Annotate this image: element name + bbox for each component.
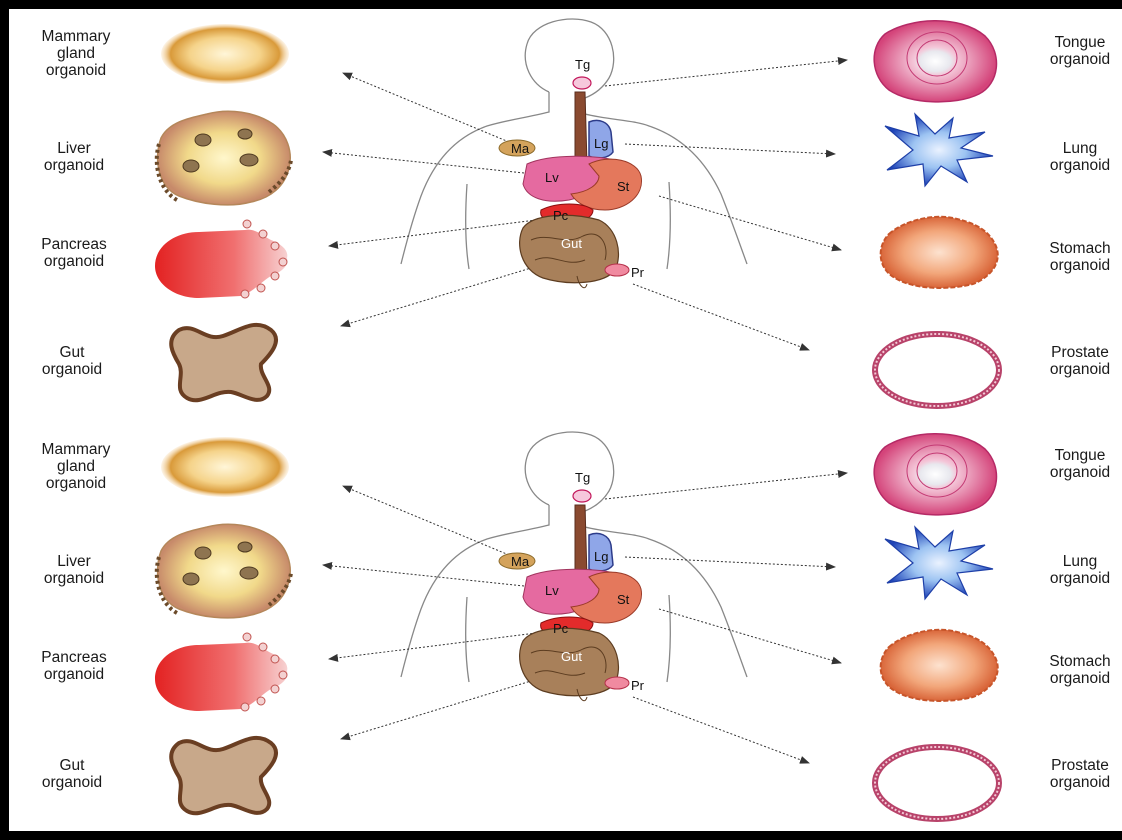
lung-organoid-icon [885, 527, 993, 599]
body-organoid-diagram: Tg Ma Lg Lv St Pc Gut Pr [9, 14, 1122, 424]
esophagus-icon [575, 505, 587, 577]
gut-organoid-icon [171, 738, 276, 813]
organoid-panel-1: Tg Ma Lg Lv St Pc Gut Pr [9, 14, 1122, 424]
organ-label-ma: Ma [511, 141, 530, 156]
prostate-organ-icon [605, 264, 629, 276]
tongue-organ-icon [573, 77, 591, 89]
organ-label-lg: Lg [594, 549, 608, 564]
mammary-organoid-icon [161, 437, 289, 497]
organ-label-pc: Pc [553, 208, 569, 223]
organ-label-lg: Lg [594, 136, 608, 151]
gut-organoid-icon [171, 325, 276, 400]
organ-label-ma: Ma [511, 554, 530, 569]
organ-label-lv: Lv [545, 170, 559, 185]
pancreas-organoid-icon [155, 220, 287, 298]
organ-label-tg: Tg [575, 57, 590, 72]
organ-label-gut: Gut [561, 649, 582, 664]
liver-organoid-icon [157, 111, 291, 205]
stomach-organoid-icon [881, 630, 998, 701]
prostate-organoid-icon [875, 747, 999, 819]
tongue-organoid-icon [874, 21, 996, 102]
lung-organoid-icon [885, 114, 993, 186]
body-organoid-diagram: Tg Ma Lg Lv St Pc Gut Pr [9, 427, 1122, 837]
tongue-organoid-icon [874, 434, 996, 515]
organ-label-tg: Tg [575, 470, 590, 485]
mammary-organoid-icon [161, 24, 289, 84]
prostate-organoid-icon [875, 334, 999, 406]
figure-canvas: Tg Ma Lg Lv St Pc Gut Pr [9, 9, 1122, 831]
organ-label-st: St [617, 179, 630, 194]
organ-label-lv: Lv [545, 583, 559, 598]
prostate-organ-icon [605, 677, 629, 689]
organoid-panel-2: Tg Ma Lg Lv St Pc Gut Pr [9, 427, 1122, 837]
organ-label-pc: Pc [553, 621, 569, 636]
liver-organoid-icon [157, 524, 291, 618]
organ-label-pr: Pr [631, 678, 645, 693]
organ-label-pr: Pr [631, 265, 645, 280]
organ-label-st: St [617, 592, 630, 607]
tongue-organ-icon [573, 490, 591, 502]
stomach-organoid-icon [881, 217, 998, 288]
organ-label-gut: Gut [561, 236, 582, 251]
pancreas-organoid-icon [155, 633, 287, 711]
esophagus-icon [575, 92, 587, 164]
